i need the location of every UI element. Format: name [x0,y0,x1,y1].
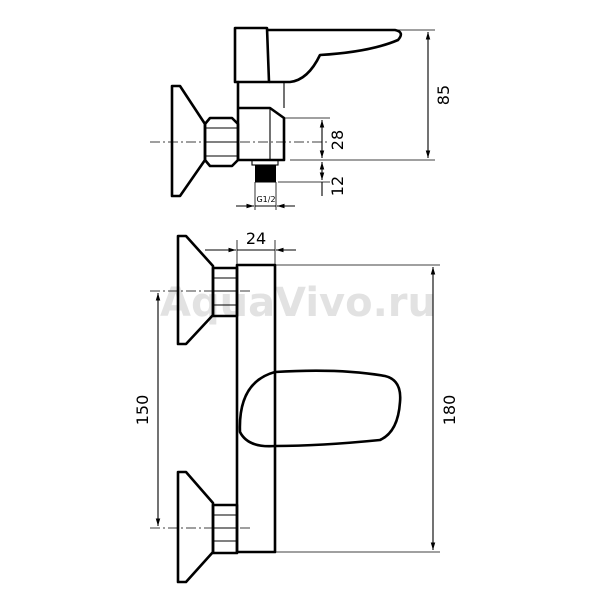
side-view: 85 28 12 G1/2 [150,26,453,210]
front-view-upper-connector [150,234,250,346]
dim-85: 85 [290,29,453,161]
dim-180: 180 [275,264,459,553]
thread-label: G1/2 [256,195,275,204]
dim-85-label: 85 [434,85,453,105]
dim-12-label: 12 [328,176,347,196]
front-view-lever [238,369,402,448]
side-view-thread [251,159,279,183]
dim-150: 150 [133,293,161,526]
side-view-flange [150,84,330,198]
dim-28-label: 28 [328,130,347,150]
dim-12: 12 [278,162,347,196]
dim-thread: G1/2 [236,182,295,210]
side-view-body [236,80,286,162]
side-view-lever [233,26,403,84]
watermark-text: AquaVivo.ru [160,280,436,326]
dim-150-label: 150 [133,395,152,426]
dim-180-label: 180 [440,395,459,426]
dim-28: 28 [284,117,347,158]
front-view: 24 150 180 [133,229,459,584]
front-view-lower-connector [150,470,250,584]
dim-24: 24 [205,229,296,265]
dim-24-label: 24 [246,229,266,248]
